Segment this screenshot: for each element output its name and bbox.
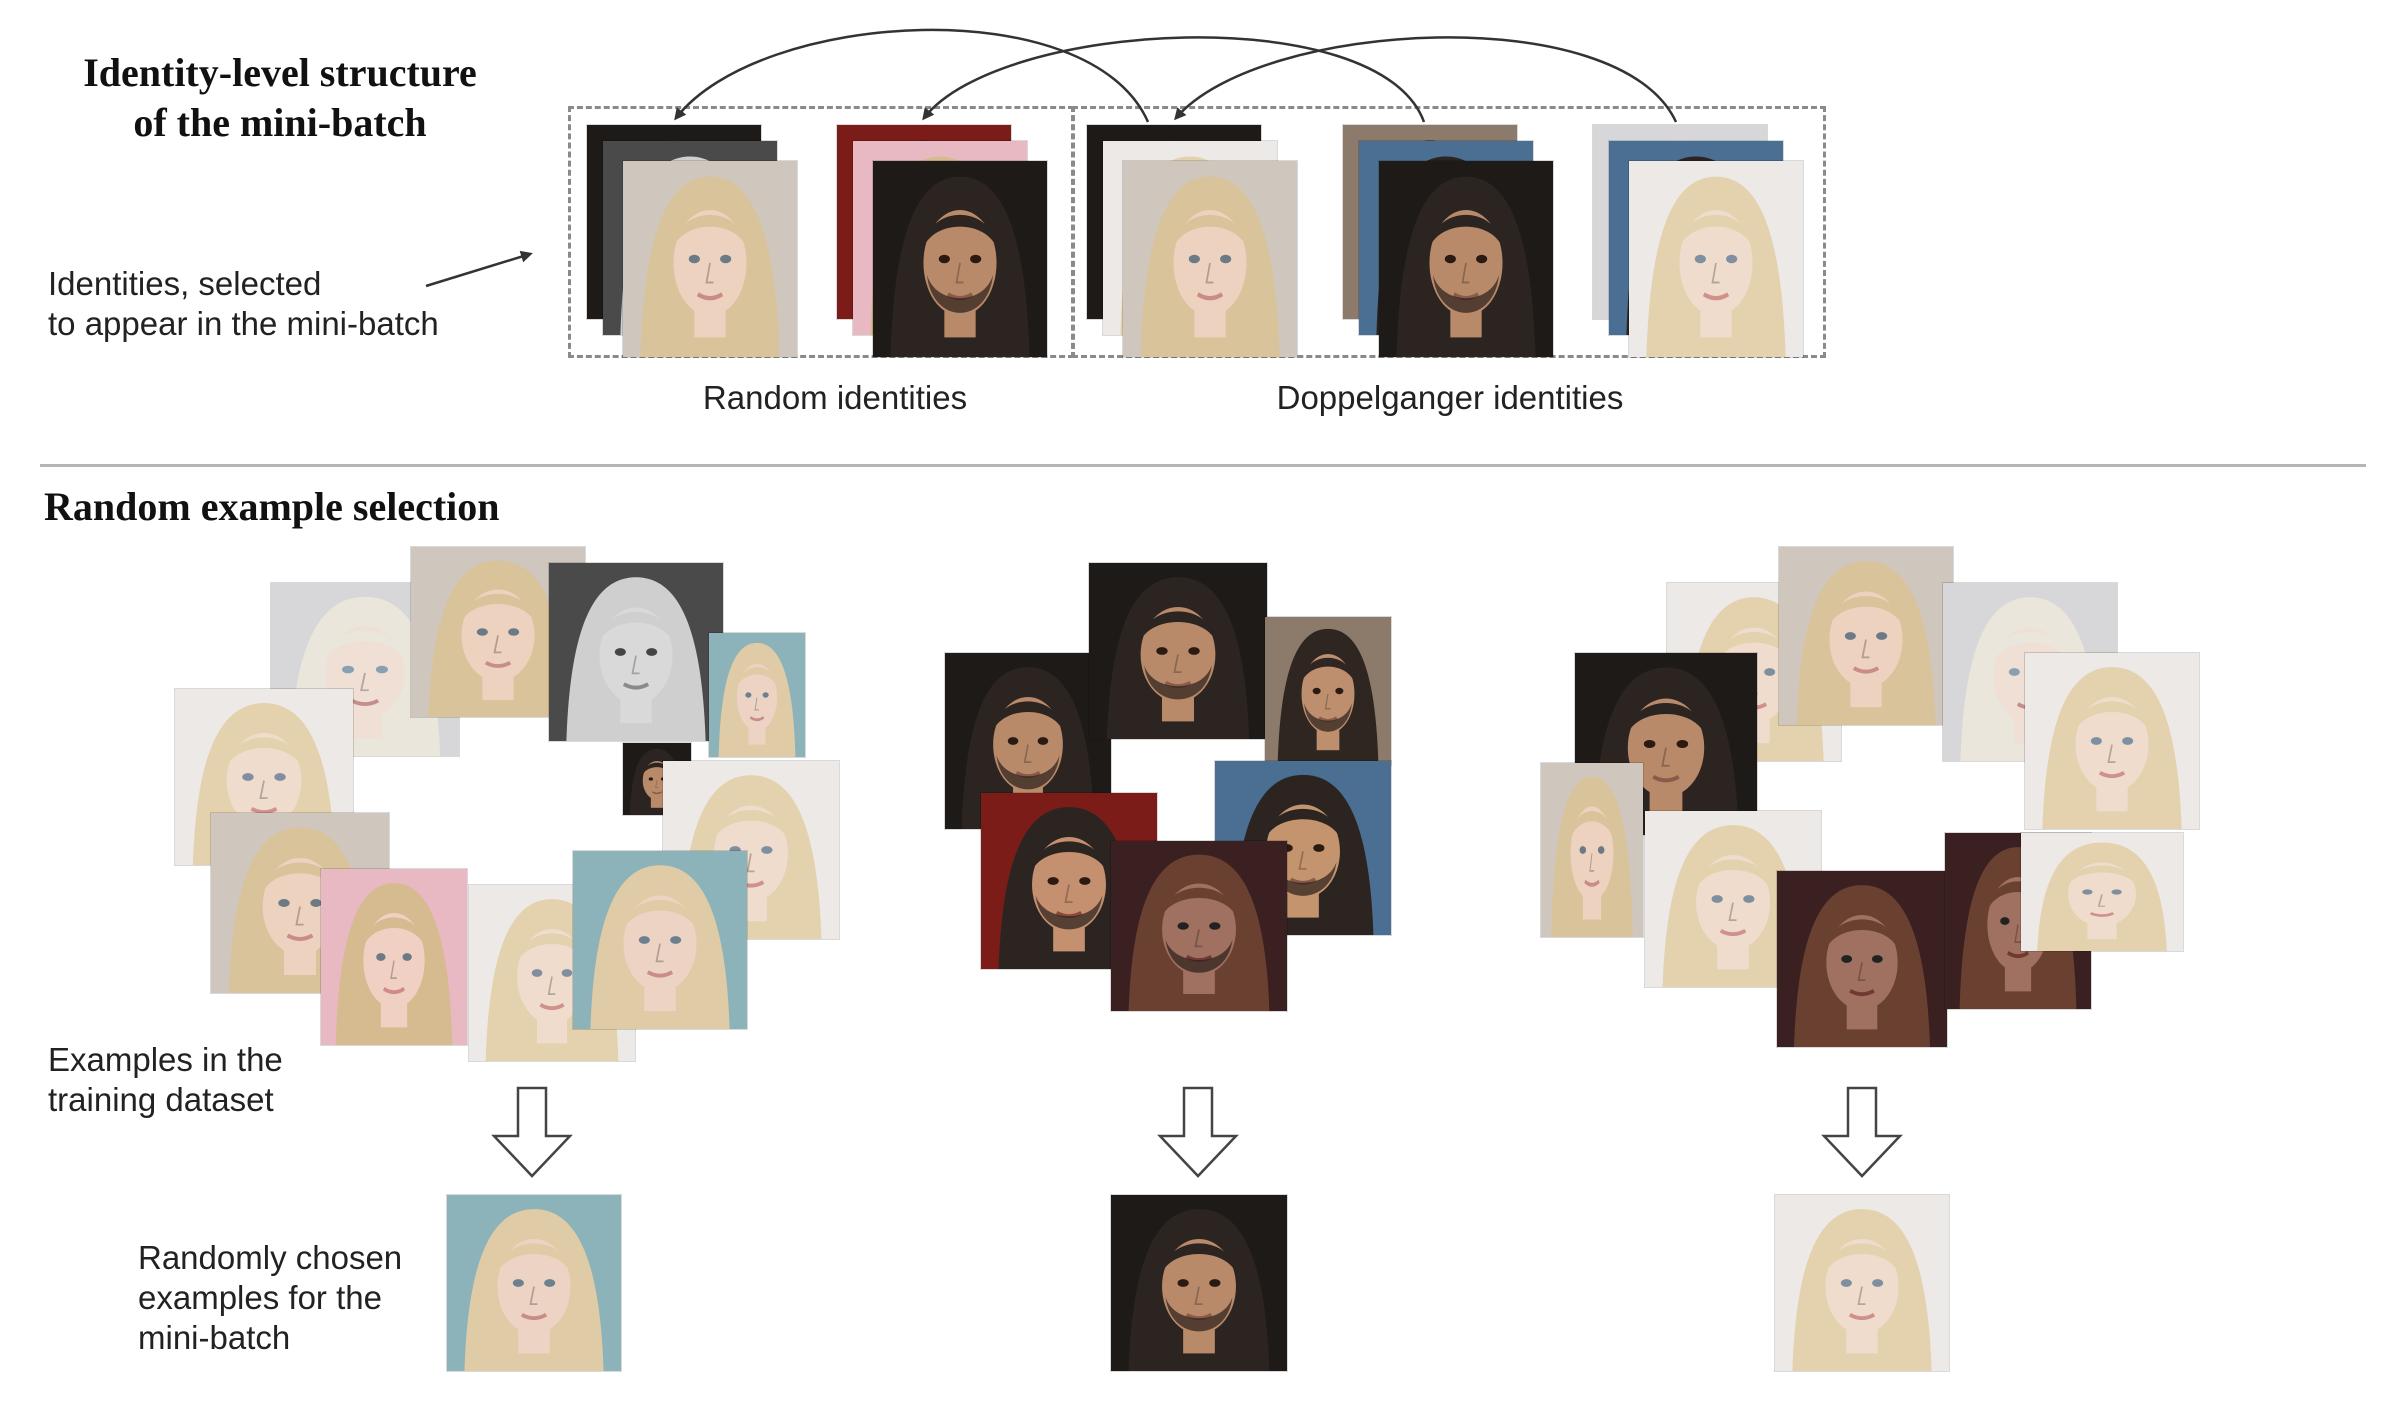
training-example-photo bbox=[548, 562, 724, 742]
title-line-2: of the mini-batch bbox=[133, 100, 427, 145]
diagram-title: Identity-level structure of the mini-bat… bbox=[20, 48, 540, 148]
identity-photo-front bbox=[872, 160, 1048, 358]
training-example-photo bbox=[1778, 546, 1954, 726]
training-example-photo bbox=[1574, 652, 1758, 836]
identity-photo-front bbox=[1628, 160, 1804, 358]
training-example-photo bbox=[320, 868, 468, 1046]
chosen-note-line-2: examples for the bbox=[138, 1279, 382, 1316]
identities-note: Identities, selected to appear in the mi… bbox=[48, 264, 439, 344]
identity-photo-front bbox=[1122, 160, 1298, 358]
examples-note-line-1: Examples in the bbox=[48, 1041, 283, 1078]
training-example-photo bbox=[1088, 562, 1268, 740]
identity-photo-front bbox=[622, 160, 798, 358]
doppelganger-identities-caption: Doppelganger identities bbox=[1276, 379, 1624, 416]
training-example-photo bbox=[708, 632, 806, 758]
identities-note-line-2: to appear in the mini-batch bbox=[48, 305, 439, 342]
examples-note-line-2: training dataset bbox=[48, 1081, 274, 1118]
training-example-photo bbox=[2020, 832, 2184, 952]
training-example-photo bbox=[2024, 652, 2200, 830]
training-example-photo bbox=[1540, 762, 1644, 938]
training-example-photo bbox=[572, 850, 748, 1030]
chosen-example-photo bbox=[446, 1194, 622, 1372]
chosen-example-photo bbox=[1110, 1194, 1288, 1372]
pointer-arrow-icon bbox=[425, 250, 533, 288]
examples-note: Examples in the training dataset bbox=[48, 1040, 283, 1120]
chosen-example-photo bbox=[1774, 1194, 1950, 1372]
title-line-1: Identity-level structure bbox=[83, 50, 477, 95]
section-title: Random example selection bbox=[44, 484, 500, 529]
training-example-photo bbox=[1776, 870, 1948, 1048]
section-divider bbox=[40, 464, 2366, 467]
training-example-photo bbox=[1264, 616, 1392, 766]
down-arrow-icon bbox=[1821, 1086, 1903, 1178]
down-arrow-icon bbox=[1157, 1086, 1239, 1178]
chosen-note-line-1: Randomly chosen bbox=[138, 1239, 403, 1276]
identities-note-line-1: Identities, selected bbox=[48, 265, 322, 302]
training-example-photo bbox=[174, 688, 354, 866]
identity-photo-front bbox=[1378, 160, 1554, 358]
chosen-note: Randomly chosen examples for the mini-ba… bbox=[138, 1238, 402, 1358]
chosen-note-line-3: mini-batch bbox=[138, 1319, 291, 1356]
random-identities-caption: Random identities bbox=[702, 379, 968, 416]
training-example-photo bbox=[1110, 840, 1288, 1012]
training-example-photo bbox=[944, 652, 1112, 830]
down-arrow-icon bbox=[491, 1086, 573, 1178]
